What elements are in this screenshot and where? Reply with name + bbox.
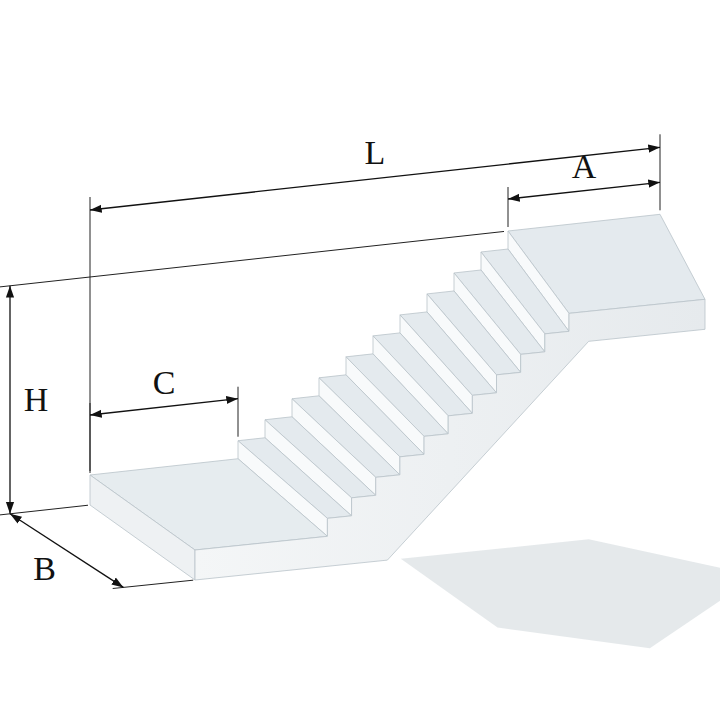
dimension-lines xyxy=(0,134,660,588)
dimension-arrow xyxy=(10,514,123,588)
extension-line xyxy=(0,231,504,287)
extension-line xyxy=(0,505,88,515)
dimension-arrow xyxy=(90,399,238,415)
dimension-label: B xyxy=(33,552,56,586)
shadow xyxy=(401,539,720,648)
landing-end xyxy=(90,475,195,580)
dimension-label: C xyxy=(153,366,176,400)
dimension-label: A xyxy=(572,150,597,184)
dimension-label: L xyxy=(365,136,386,170)
extension-line xyxy=(90,197,91,473)
stair-side xyxy=(195,299,705,580)
extension-line xyxy=(113,580,194,588)
dimension-arrow xyxy=(508,182,660,199)
extension-line xyxy=(238,387,239,437)
extension-line xyxy=(660,134,661,210)
dimension-label: H xyxy=(24,383,49,417)
extension-line xyxy=(508,187,509,227)
extension-line xyxy=(90,403,91,471)
dimension-arrow xyxy=(9,286,10,514)
stair-body xyxy=(90,214,720,648)
